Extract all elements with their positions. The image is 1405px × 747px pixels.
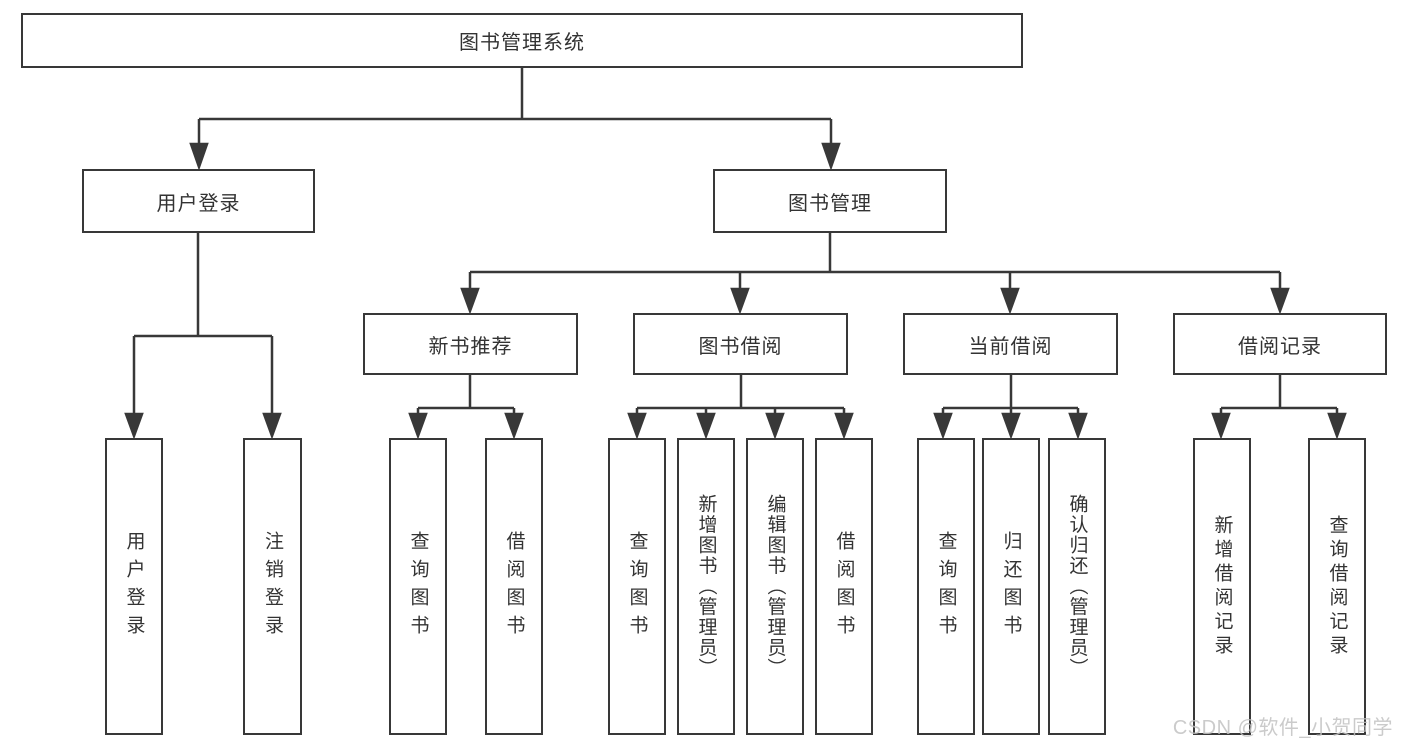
leaf-bor-borrow-books-label: 借阅图书: [833, 530, 855, 643]
leaf-rcd-add-record-label: 新增借阅记录: [1211, 514, 1233, 659]
arrowhead-icon: [765, 412, 785, 440]
leaf-bor-edit-books-admin: 编辑图书（管理员）: [746, 438, 804, 735]
leaf-bor-query-books: 查询图书: [608, 438, 666, 735]
connector-book-borrow-to-leaves: [627, 375, 854, 440]
connector-book-mgmt-to-modules: [460, 233, 1290, 315]
arrowhead-icon: [408, 412, 428, 440]
leaf-cur-return-books: 归还图书: [982, 438, 1040, 735]
leaf-cur-confirm-return-admin-label: 确认归还（管理员）: [1066, 494, 1088, 679]
arrowhead-icon: [1327, 412, 1347, 440]
connector-borrow-record-to-leaves: [1211, 375, 1347, 440]
leaf-logout: 注销登录: [243, 438, 302, 735]
arrowhead-icon: [696, 412, 716, 440]
leaf-rec-query-books: 查询图书: [389, 438, 447, 735]
arrowhead-icon: [730, 287, 750, 315]
node-current-borrow: 当前借阅: [903, 313, 1118, 375]
node-current-borrow-label: 当前借阅: [968, 335, 1053, 358]
node-user-login-label: 用户登录: [156, 192, 241, 215]
arrowhead-icon: [627, 412, 647, 440]
leaf-logout-label: 注销登录: [262, 530, 283, 643]
node-user-login: 用户登录: [82, 169, 315, 233]
arrowhead-icon: [262, 412, 282, 440]
leaf-rcd-add-record: 新增借阅记录: [1193, 438, 1251, 735]
leaf-rcd-query-record: 查询借阅记录: [1308, 438, 1366, 735]
arrowhead-icon: [933, 412, 953, 440]
leaf-cur-confirm-return-admin: 确认归还（管理员）: [1048, 438, 1106, 735]
connector-current-borrow-to-leaves: [933, 375, 1088, 440]
leaf-rec-query-books-label: 查询图书: [407, 530, 429, 643]
connector-new-book-rec-to-leaves: [408, 375, 524, 440]
node-borrow-record: 借阅记录: [1173, 313, 1387, 375]
node-book-mgmt: 图书管理: [713, 169, 947, 233]
node-book-borrow: 图书借阅: [633, 313, 848, 375]
leaf-cur-return-books-label: 归还图书: [1000, 530, 1022, 643]
connector-root-to-level2: [189, 68, 841, 171]
leaf-cur-query-books: 查询图书: [917, 438, 975, 735]
connector-user-login-to-leaves: [124, 233, 282, 440]
leaf-rcd-query-record-label: 查询借阅记录: [1326, 514, 1348, 659]
node-root-label: 图书管理系统: [459, 32, 585, 54]
leaf-bor-query-books-label: 查询图书: [626, 530, 648, 643]
csdn-watermark: CSDN @软件_小贺同学: [1172, 717, 1393, 739]
leaf-rec-borrow-books: 借阅图书: [485, 438, 543, 735]
node-book-borrow-label: 图书借阅: [698, 335, 783, 358]
arrowhead-icon: [1211, 412, 1231, 440]
arrowhead-icon: [834, 412, 854, 440]
leaf-user-login-label: 用户登录: [123, 530, 145, 643]
node-book-mgmt-label: 图书管理: [788, 192, 872, 215]
arrowhead-icon: [1270, 287, 1290, 315]
leaf-rec-borrow-books-label: 借阅图书: [503, 530, 525, 643]
arrowhead-icon: [189, 142, 209, 171]
leaf-cur-query-books-label: 查询图书: [935, 530, 957, 643]
arrowhead-icon: [1000, 287, 1020, 315]
arrowhead-icon: [1068, 412, 1088, 440]
arrowhead-icon: [460, 287, 480, 315]
leaf-bor-add-books-admin-label: 新增图书（管理员）: [695, 494, 717, 679]
node-root: 图书管理系统: [21, 13, 1023, 68]
node-new-book-rec-label: 新书推荐: [428, 335, 513, 358]
node-new-book-rec: 新书推荐: [363, 313, 578, 375]
leaf-bor-edit-books-admin-label: 编辑图书（管理员）: [764, 494, 786, 679]
arrowhead-icon: [504, 412, 524, 440]
leaf-bor-borrow-books: 借阅图书: [815, 438, 873, 735]
arrowhead-icon: [124, 412, 144, 440]
leaf-bor-add-books-admin: 新增图书（管理员）: [677, 438, 735, 735]
arrowhead-icon: [1001, 412, 1021, 440]
node-borrow-record-label: 借阅记录: [1238, 335, 1322, 358]
leaf-user-login: 用户登录: [105, 438, 163, 735]
arrowhead-icon: [821, 142, 841, 171]
